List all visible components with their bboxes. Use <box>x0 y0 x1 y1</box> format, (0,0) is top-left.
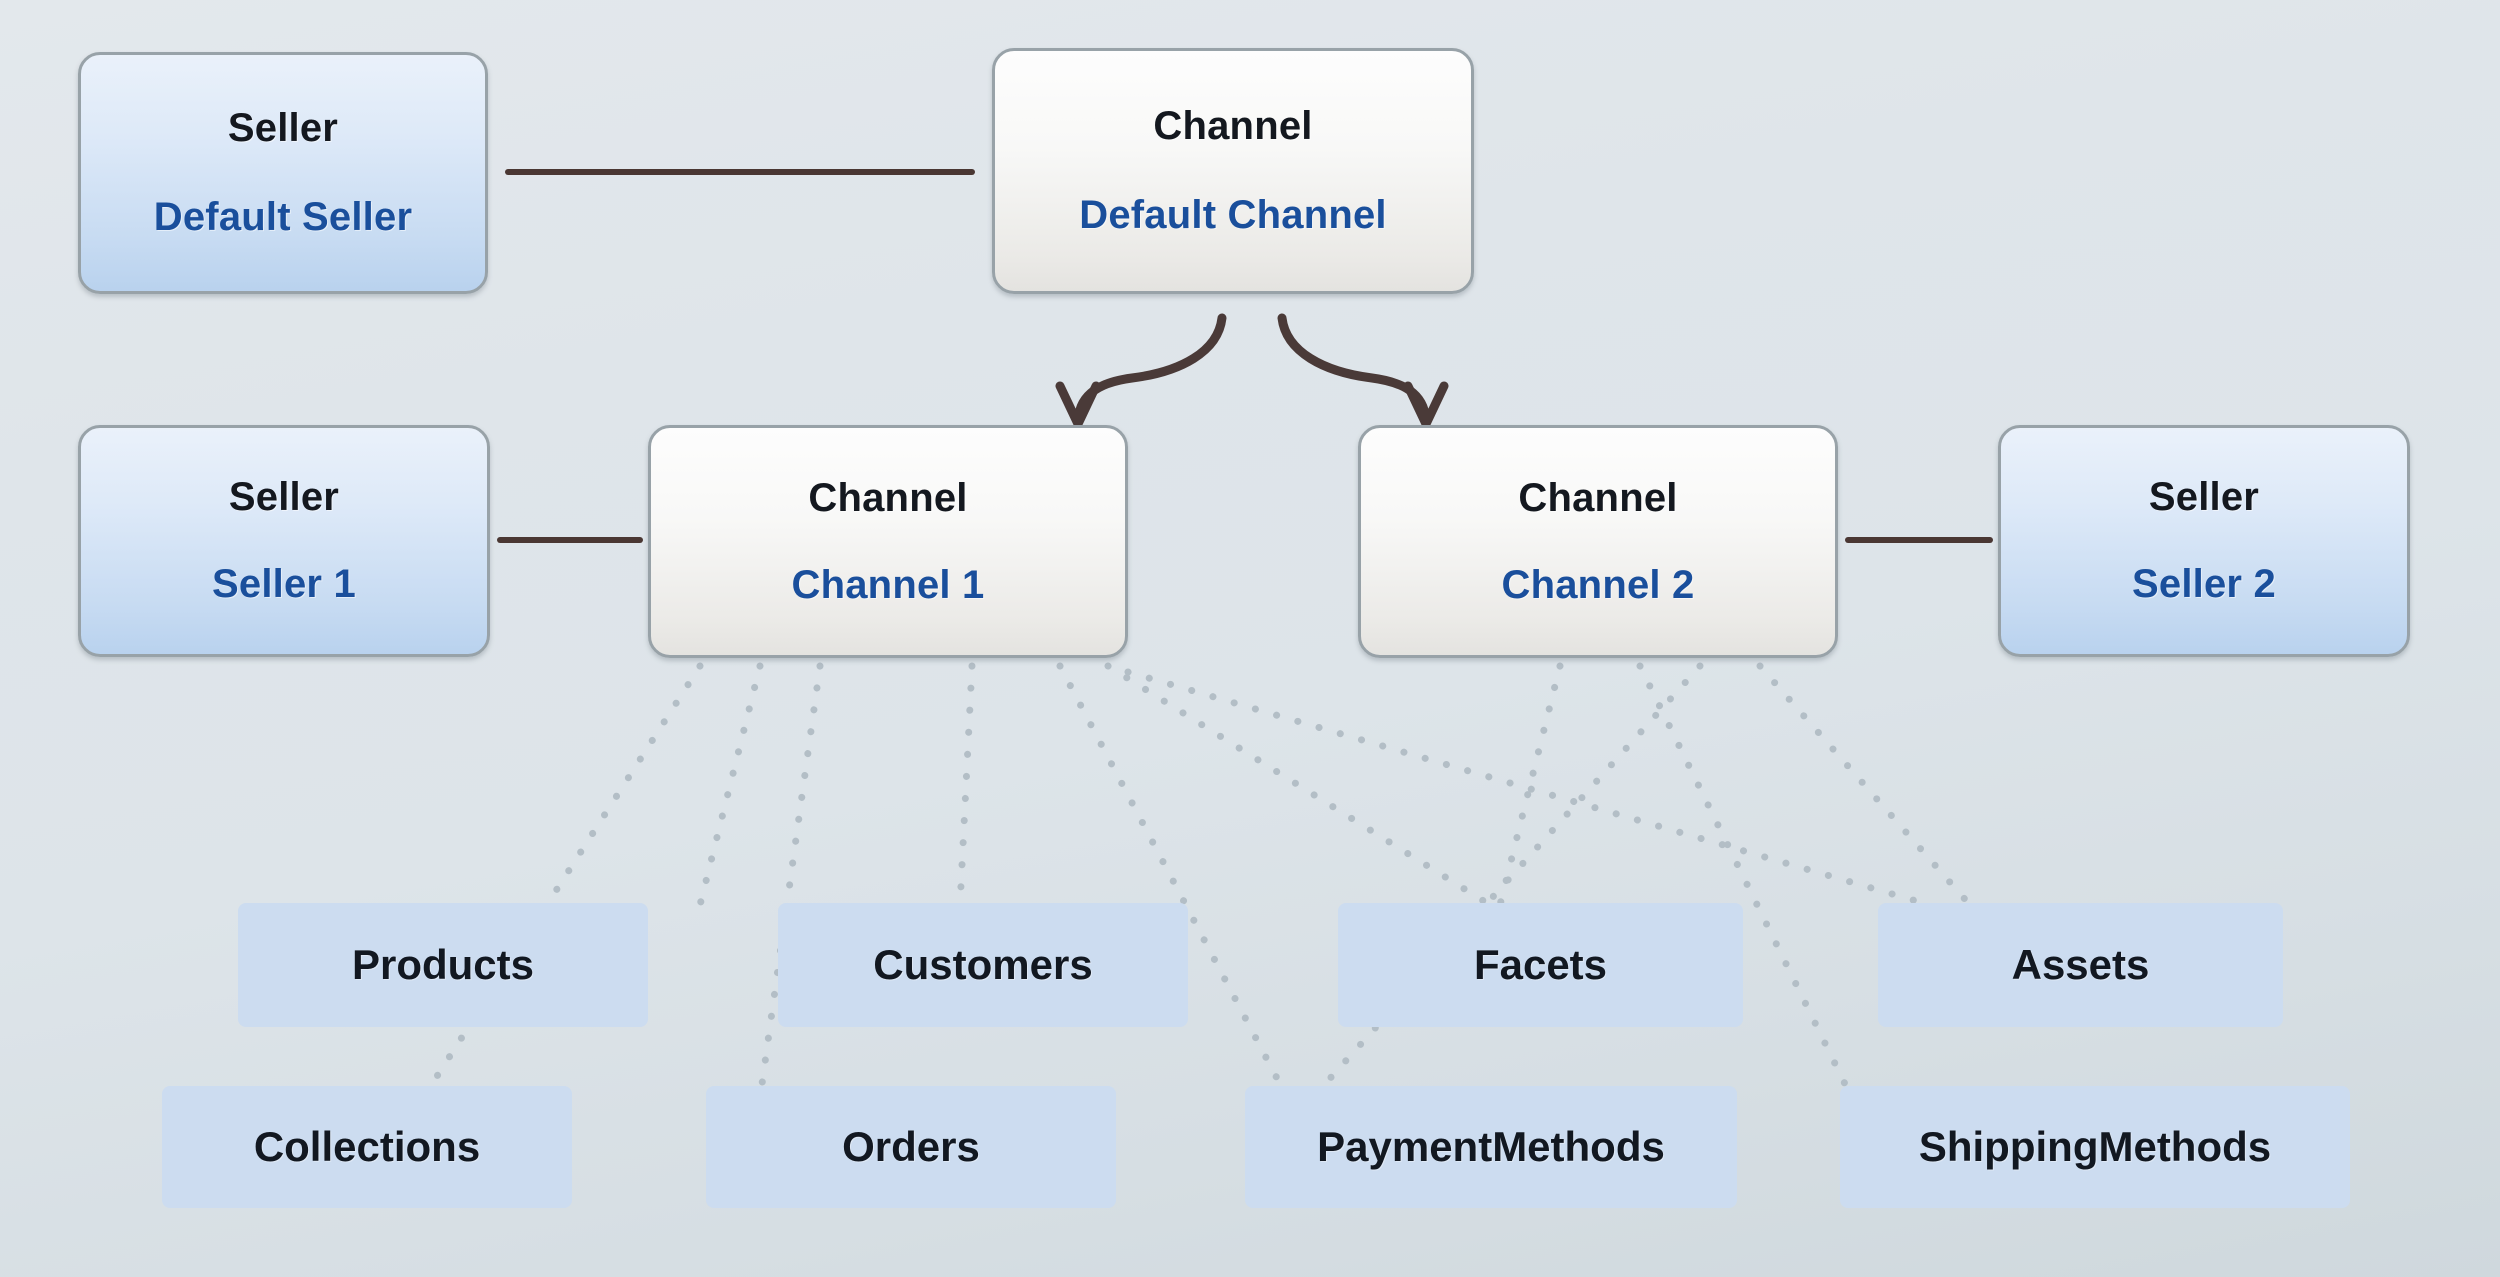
entity-card-default-seller[interactable]: Seller Default Seller <box>78 52 488 294</box>
entity-name-label: Seller 2 <box>2132 562 2276 606</box>
resource-chip-customers[interactable]: Customers <box>778 903 1188 1027</box>
resource-chip-label: ShippingMethods <box>1918 1123 2272 1170</box>
entity-card-default-channel[interactable]: Channel Default Channel <box>992 48 1474 294</box>
dotted-channel1-assets <box>1124 668 1934 909</box>
entity-name-label: Seller 1 <box>212 562 356 606</box>
entity-name-label: Default Seller <box>153 195 413 239</box>
resource-chip-label: PaymentMethods <box>1317 1123 1665 1170</box>
resource-chip-label: Facets <box>1473 941 1608 988</box>
entity-type-label: Channel <box>1153 104 1313 148</box>
dotted-channel1-products <box>696 662 764 909</box>
entity-card-seller-2[interactable]: Seller Seller 2 <box>1998 425 2410 657</box>
dotted-channel2-facets <box>1496 662 1564 909</box>
entity-type-label: Channel <box>808 475 968 520</box>
entity-type-label: Channel <box>1518 475 1678 520</box>
dotted-channel2-assets <box>1756 662 1974 909</box>
entity-name-label: Channel 1 <box>791 562 985 607</box>
resource-chip-label: Assets <box>2011 941 2150 988</box>
dotted-channel1-customers <box>956 662 976 909</box>
resource-chip-orders[interactable]: Orders <box>706 1086 1116 1208</box>
resource-chip-products[interactable]: Products <box>238 903 648 1027</box>
entity-name-label: Channel 2 <box>1501 562 1695 607</box>
dotted-channel1-facets <box>1104 662 1494 909</box>
resource-chip-label: Orders <box>842 1123 980 1170</box>
resource-chip-facets[interactable]: Facets <box>1338 903 1743 1027</box>
entity-card-channel-1[interactable]: Channel Channel 1 <box>648 425 1128 658</box>
resource-chip-collections[interactable]: Collections <box>162 1086 572 1208</box>
resource-chip-assets[interactable]: Assets <box>1878 903 2283 1027</box>
entity-card-channel-2[interactable]: Channel Channel 2 <box>1358 425 1838 658</box>
arrow-default-channel-to-channel1 <box>1055 313 1227 429</box>
entity-type-label: Seller <box>2148 475 2260 519</box>
resource-chip-label: Products <box>351 941 535 988</box>
entity-type-label: Seller <box>227 106 339 150</box>
entity-card-seller-1[interactable]: Seller Seller 1 <box>78 425 490 657</box>
resource-chip-label: Customers <box>873 941 1093 988</box>
resource-chip-shippingmethods[interactable]: ShippingMethods <box>1840 1086 2350 1208</box>
resource-chip-paymentmethods[interactable]: PaymentMethods <box>1245 1086 1737 1208</box>
resource-chip-label: Collections <box>253 1123 481 1170</box>
entity-name-label: Default Channel <box>1079 193 1387 237</box>
entity-type-label: Seller <box>228 475 340 519</box>
arrow-default-channel-to-channel2 <box>1277 313 1449 429</box>
